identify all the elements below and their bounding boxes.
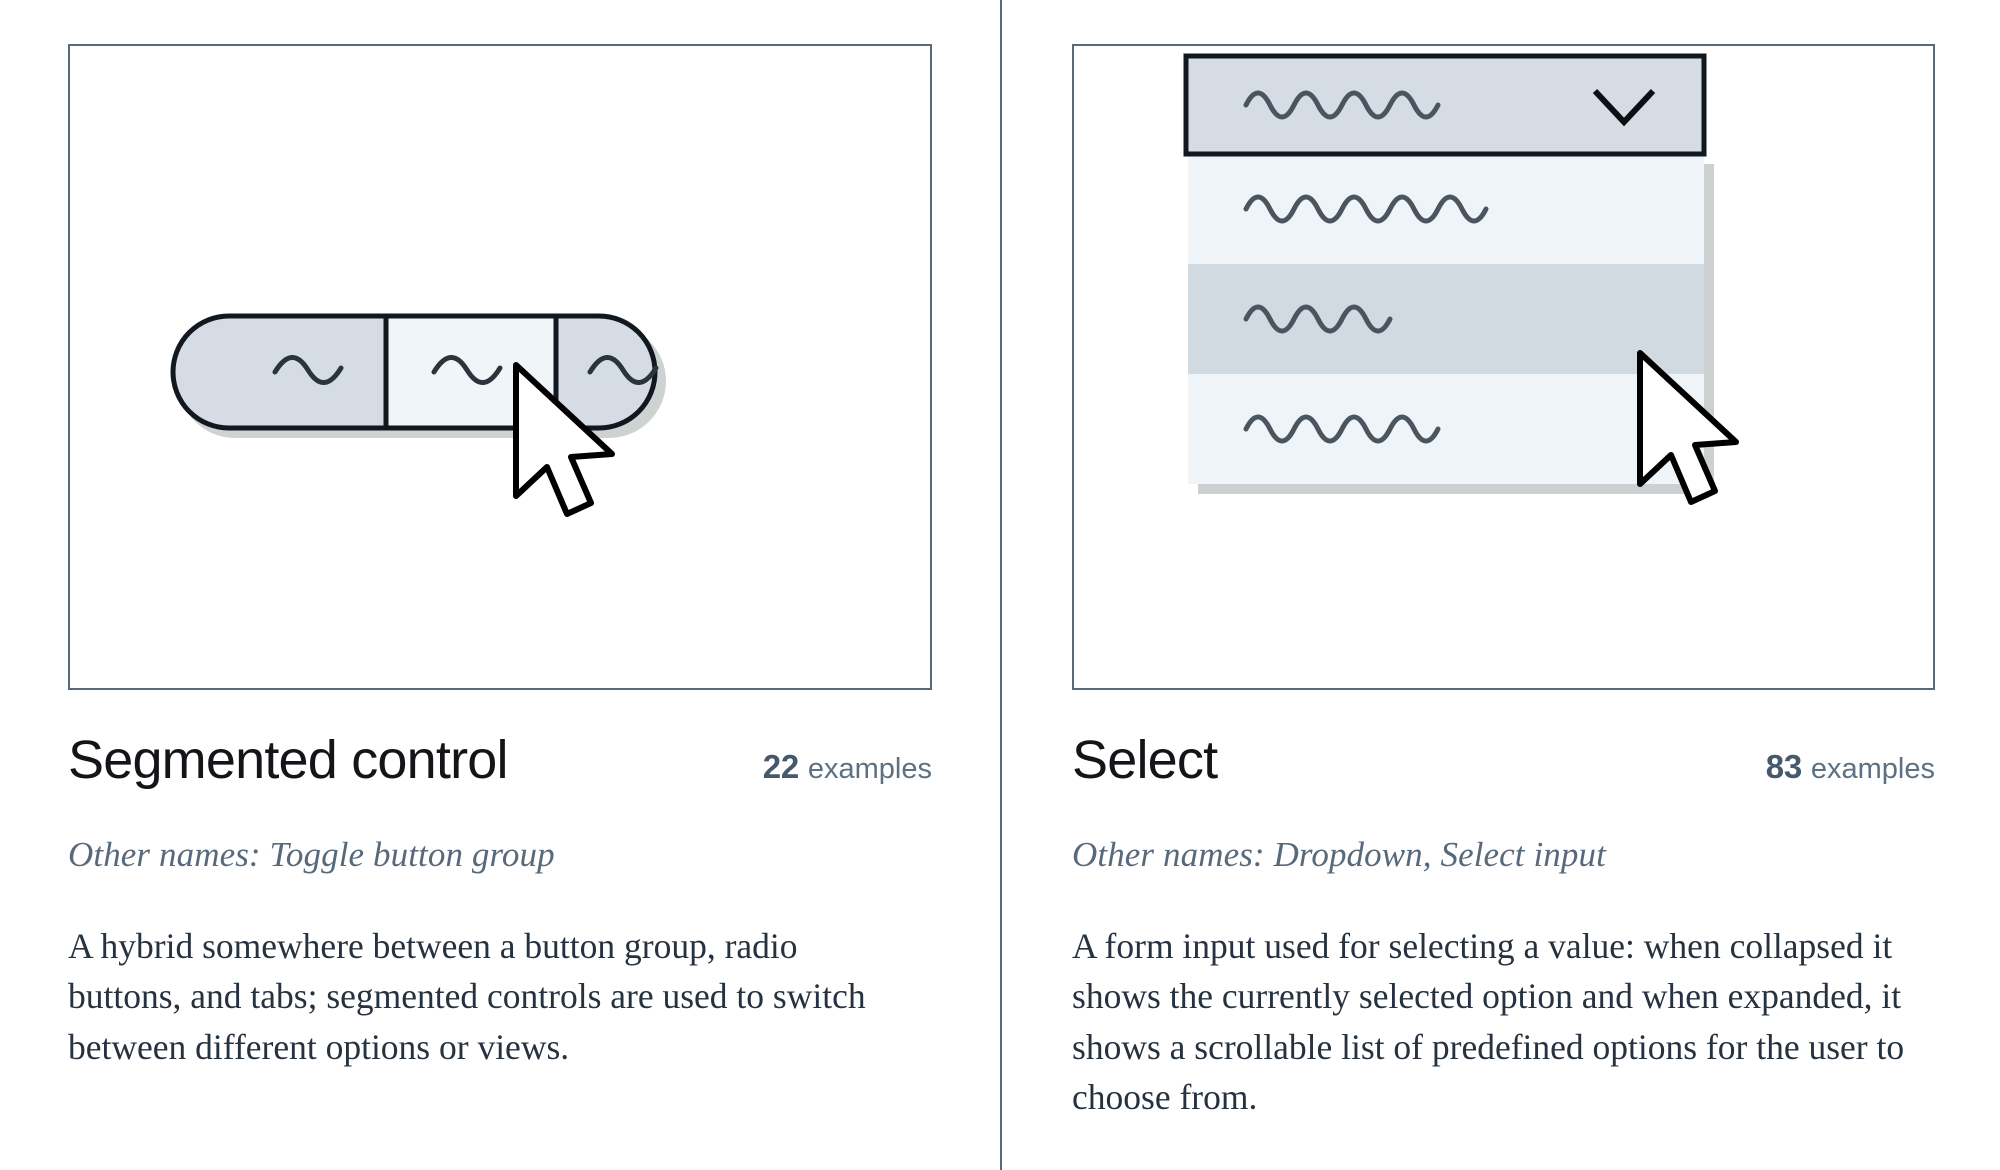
illustration-frame-segmented-control [68, 44, 932, 690]
example-count-label: examples [807, 753, 932, 785]
mouse-cursor-icon [1637, 350, 1739, 505]
select-option-1-squiggle-icon [1243, 194, 1489, 224]
example-count-number: 22 [762, 748, 799, 785]
select-option-2-squiggle-icon [1243, 304, 1393, 334]
select-option-2-hover[interactable] [1188, 264, 1704, 374]
segmented-control-illustration [170, 313, 666, 517]
select-option-3-squiggle-icon [1243, 414, 1441, 444]
segment-2-squiggle-icon [431, 355, 503, 385]
select-option-3[interactable] [1188, 374, 1704, 484]
page-title: Select [1072, 730, 1218, 790]
description-text: A hybrid somewhere between a button grou… [68, 925, 866, 1067]
card-column-segmented-control: Segmented control 22 examples Other name… [68, 44, 932, 1067]
card-column-select: Select 83 examples Other names: Dropdown… [1000, 0, 2000, 1170]
segment-1-squiggle-icon [272, 355, 344, 385]
page-title: Segmented control [68, 730, 508, 790]
select-illustration [1183, 53, 1739, 505]
mouse-cursor-icon [513, 362, 615, 517]
segment-option-1[interactable] [170, 313, 389, 431]
select-option-1[interactable] [1188, 154, 1704, 264]
card-meta-row: Segmented control 22 examples [68, 732, 932, 789]
example-count: 83 examples [1766, 748, 1935, 786]
segment-option-3[interactable] [553, 313, 658, 431]
example-count-number: 83 [1765, 748, 1802, 785]
example-count-label: examples [1810, 753, 1935, 785]
chevron-down-icon[interactable] [1592, 88, 1656, 127]
select-trigger-squiggle-icon [1243, 90, 1441, 120]
column-divider [1000, 0, 1002, 1170]
description-text: A form input used for selecting a value:… [1072, 925, 1905, 1117]
illustration-frame-select [1072, 44, 1935, 690]
example-count: 22 examples [763, 748, 932, 786]
select-trigger[interactable] [1183, 53, 1707, 157]
alt-names-text: Other names: Toggle button group [68, 834, 555, 874]
alt-names-text: Other names: Dropdown, Select input [1072, 834, 1606, 874]
segment-3-squiggle-icon [587, 355, 659, 385]
card-meta-row: Select 83 examples [1072, 732, 1935, 789]
